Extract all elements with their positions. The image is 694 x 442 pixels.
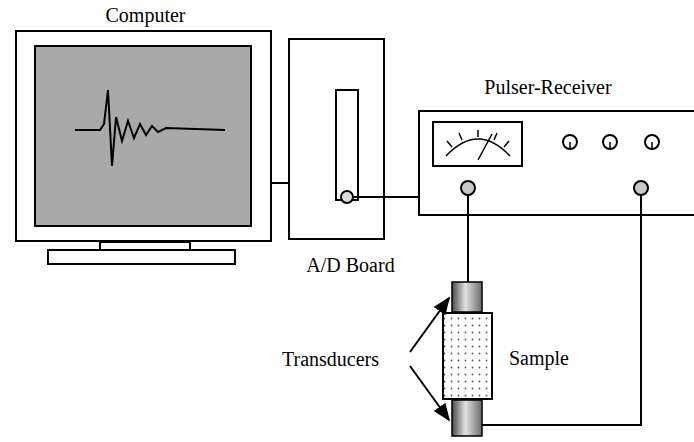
knob-mark	[609, 142, 611, 150]
ad-board: A/D Board	[288, 38, 385, 240]
monitor-foot	[48, 250, 235, 264]
knob-mark	[651, 142, 653, 150]
sample-block: Sample	[442, 312, 493, 400]
wire	[353, 196, 386, 198]
sample-texture	[442, 312, 493, 400]
node-title: Pulser-Receiver	[484, 76, 611, 98]
node-title: A/D Board	[306, 254, 394, 276]
board-slot	[336, 90, 358, 200]
knob	[645, 135, 659, 149]
connector-jack	[461, 181, 475, 195]
connector-knob	[341, 191, 353, 203]
knobs	[563, 135, 659, 150]
wire	[467, 195, 469, 283]
wire	[482, 195, 641, 425]
knob	[563, 135, 577, 149]
part-label: Transducers	[282, 348, 379, 370]
cable	[272, 182, 288, 184]
node-title: Sample	[509, 347, 569, 369]
node-title: Computer	[106, 4, 186, 26]
connector-jack	[634, 181, 648, 195]
knob	[603, 135, 617, 149]
knob-mark	[569, 142, 571, 150]
waveform	[75, 90, 225, 166]
monitor-stand	[100, 242, 190, 250]
screen	[35, 46, 251, 226]
meter-ticks	[447, 130, 509, 160]
cable	[385, 196, 418, 198]
meter	[433, 122, 522, 166]
instrument-box: Pulser-Receiver	[418, 110, 694, 216]
transducer	[452, 282, 482, 312]
meter-scale	[446, 139, 510, 156]
monitor: Computer	[15, 30, 272, 242]
transducer	[452, 400, 482, 436]
